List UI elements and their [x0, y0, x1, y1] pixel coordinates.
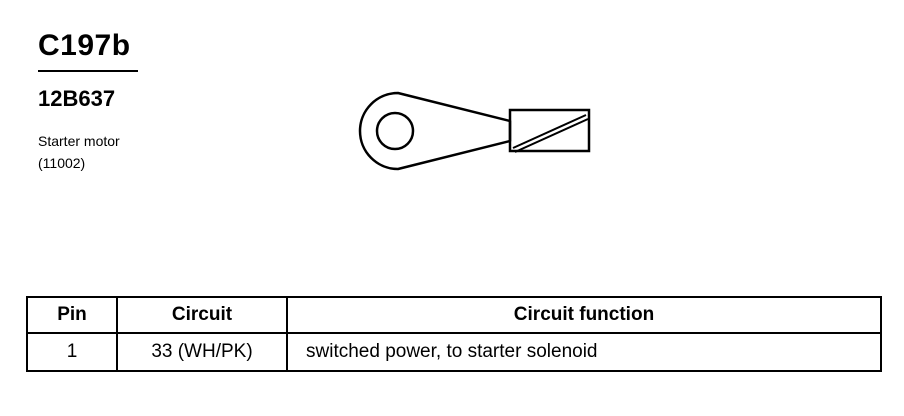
column-header-circuit-function: Circuit function [286, 296, 882, 334]
ring-terminal-hole [375, 111, 415, 151]
column-header-circuit: Circuit [116, 296, 288, 334]
part-number: 12B637 [38, 86, 116, 111]
table-row: 1 33 (WH/PK) switched power, to starter … [26, 332, 882, 372]
component-name: Starter motor [38, 133, 120, 149]
crimp-barrel [508, 108, 591, 153]
cell-circuit: 33 (WH/PK) [116, 332, 288, 372]
pin-table: Pin Circuit Circuit function 1 33 (WH/PK… [26, 296, 882, 372]
component-code: (11002) [38, 155, 86, 171]
wire-seam-line-2 [514, 118, 589, 153]
title-underline [38, 70, 138, 72]
cell-pin: 1 [26, 332, 118, 372]
wire-seam-line-1 [512, 114, 587, 149]
cell-circuit-function: switched power, to starter solenoid [286, 332, 882, 372]
ring-terminal-outline [358, 91, 512, 171]
ring-terminal-diagram [358, 91, 591, 171]
column-header-pin: Pin [26, 296, 118, 334]
table-header-row: Pin Circuit Circuit function [26, 296, 882, 334]
connector-id: C197b [38, 29, 131, 62]
